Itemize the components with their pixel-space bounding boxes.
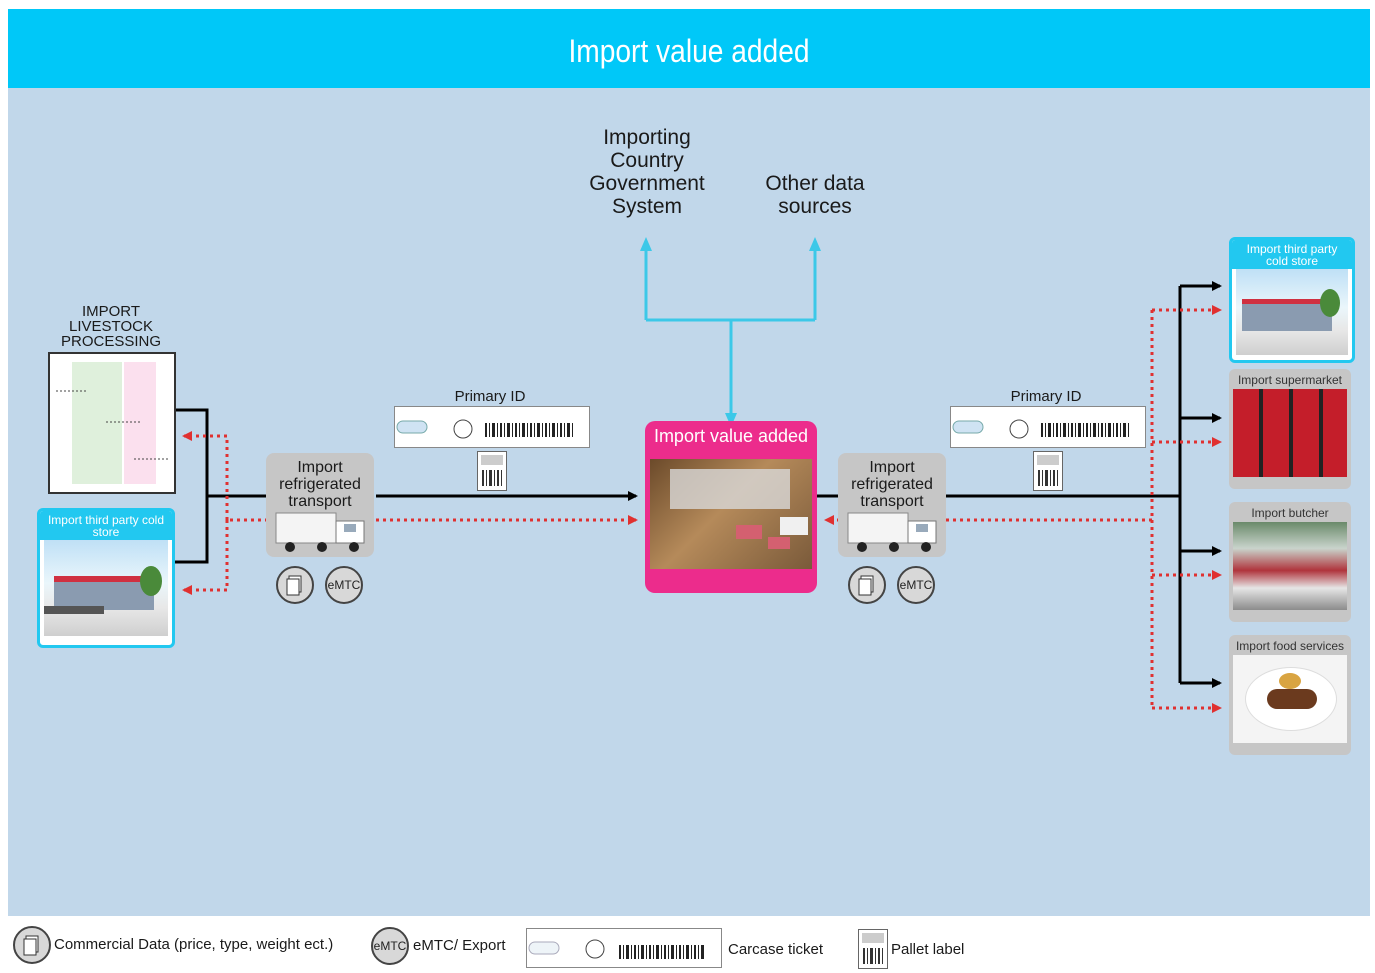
- cold-store-photo: [1236, 269, 1348, 355]
- flow-lines-right: [816, 281, 1222, 688]
- truck-icon: [275, 512, 365, 552]
- commercial-data-icon: [276, 566, 314, 604]
- legend-pallet-icon: [858, 929, 888, 969]
- left-cold-store-label: Import third party cold store: [40, 511, 172, 540]
- data-lines-right: [824, 305, 1222, 713]
- cold-store-photo: [44, 540, 168, 636]
- primary-id-label-left: Primary ID: [454, 388, 526, 405]
- legend-commercial-icon: [13, 926, 51, 964]
- legend-carcase-text: Carcase ticket: [728, 941, 824, 958]
- processing-arrows: [56, 390, 168, 460]
- legend-carcase-ticket: [526, 928, 722, 968]
- processing-plant-illustration: [48, 352, 176, 494]
- carcase-ticket-right: [950, 406, 1146, 448]
- carcase-ticket-left: [394, 406, 590, 448]
- plated-steak-photo: [1233, 655, 1347, 743]
- destination-butcher: Import butcher: [1229, 502, 1351, 622]
- legend-pallet-text: Pallet label: [891, 941, 965, 958]
- right-transport-label: Import refrigerated transport: [851, 459, 933, 510]
- pallet-label-left: [477, 451, 507, 491]
- butcher-display-photo: [1233, 522, 1347, 610]
- barcode-ticket-graphic: [396, 419, 573, 439]
- primary-id-label-right: Primary ID: [1010, 388, 1082, 405]
- supermarket-meat-photo: [1233, 389, 1347, 477]
- legend-emtc-icon: eMTC: [371, 927, 409, 965]
- page-title: Import value added: [568, 33, 810, 69]
- import-value-added-box: Import value added: [645, 421, 817, 593]
- emtc-icon: eMTC: [897, 566, 935, 604]
- legend: Commercial Data (price, type, weight ect…: [0, 920, 1375, 969]
- left-transport-label: Import refrigerated transport: [279, 459, 361, 510]
- destination-supermarket: Import supermarket: [1229, 369, 1351, 489]
- destination-label: Import supermarket: [1237, 373, 1343, 387]
- center-title: Import value added: [653, 426, 809, 446]
- flow-lines-left: [174, 408, 638, 564]
- header-bar: Import value added: [8, 9, 1370, 88]
- info-lines: [640, 237, 821, 427]
- government-system-label: Importing Country Government System: [589, 126, 705, 218]
- left-transport-card: Import refrigerated transport: [266, 453, 374, 557]
- emtc-icon: eMTC: [325, 566, 363, 604]
- processing-floor-photo: [650, 459, 812, 569]
- destination-label: Import food services: [1235, 639, 1345, 653]
- pallet-label-right: [1033, 451, 1063, 491]
- destination-food-services: Import food services: [1229, 635, 1351, 755]
- destination-cold-store: Import third party cold store: [1229, 237, 1355, 363]
- right-transport-card: Import refrigerated transport: [838, 453, 946, 557]
- legend-emtc-text: eMTC/ Export: [413, 937, 506, 954]
- barcode-ticket-graphic: [952, 419, 1129, 439]
- destination-label: Import butcher: [1251, 506, 1329, 520]
- legend-commercial-text: Commercial Data (price, type, weight ect…: [54, 936, 334, 953]
- other-sources-label: Other data sources: [765, 172, 865, 218]
- data-lines-left: [182, 431, 638, 595]
- commercial-data-icon: [848, 566, 886, 604]
- truck-icon: [847, 512, 937, 552]
- left-cold-store-card: Import third party cold store: [37, 508, 175, 648]
- processing-title: IMPORT LIVESTOCK PROCESSING: [60, 303, 162, 350]
- destination-label: Import third party cold store: [1232, 240, 1352, 269]
